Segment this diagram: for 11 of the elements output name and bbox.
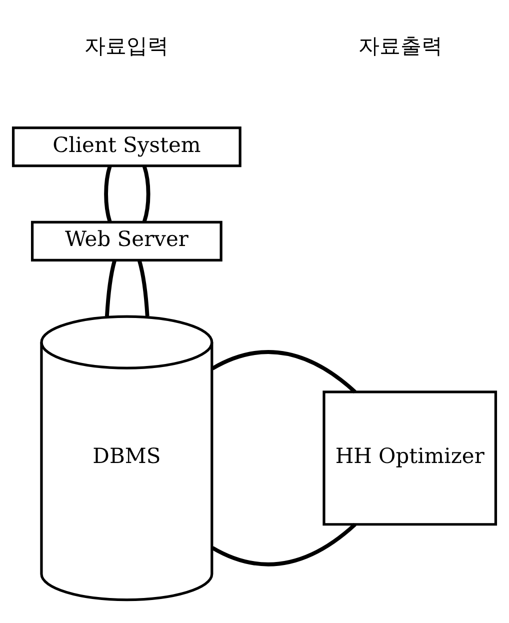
label: 자료출력	[358, 33, 443, 58]
connector	[104, 165, 112, 222]
connector	[211, 522, 356, 566]
connector	[142, 165, 150, 222]
connector	[104, 259, 116, 316]
node-box: Client System	[12, 126, 242, 167]
node-box: HH Optimizer	[322, 390, 498, 526]
node-box: Web Server	[30, 220, 222, 262]
label: 자료입력	[84, 33, 169, 58]
connector	[211, 350, 356, 393]
connector	[137, 259, 150, 316]
